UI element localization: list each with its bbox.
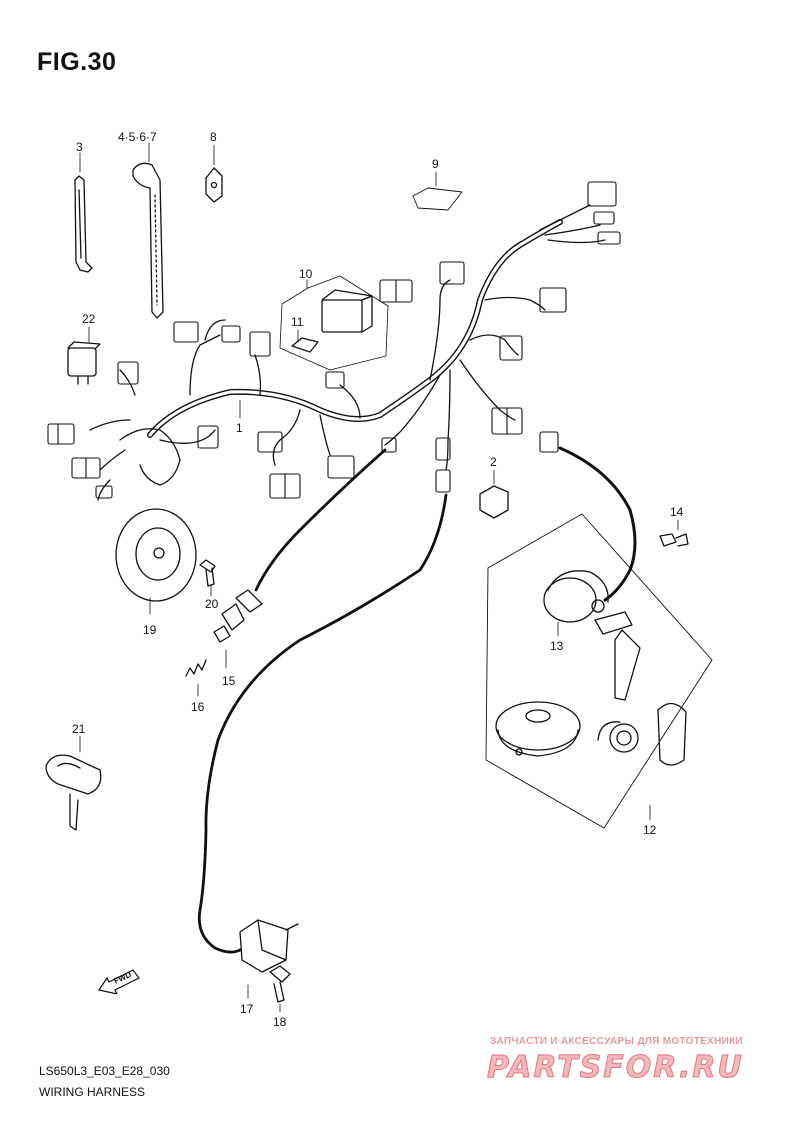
callout-21: 21: [72, 722, 86, 736]
spring-part-16: [185, 659, 207, 697]
rear-brake-switch-cable: [254, 448, 387, 592]
cable-strap-part-3: [74, 152, 93, 273]
clamp-band-part-4-7: [132, 142, 164, 319]
bolt-part-18: [269, 965, 291, 1013]
callout-numbers: 1 2 3 4·5·6·7 8 9 10 11 12 13 14 15 16 1…: [72, 130, 684, 1029]
callout-12: 12: [643, 823, 657, 837]
callout-13: 13: [550, 639, 564, 653]
relay-part-22: [67, 326, 101, 385]
callout-8: 8: [210, 130, 217, 144]
callout-4-5-6-7: 4·5·6·7: [118, 130, 157, 144]
connector-part-2: [479, 469, 509, 519]
callout-11: 11: [291, 315, 304, 329]
callout-10: 10: [299, 267, 313, 281]
switch-part-17: [239, 919, 299, 999]
callout-3: 3: [76, 140, 83, 154]
fwd-arrow-icon: FWD: [98, 969, 140, 994]
ignition-kit-part-12: [485, 513, 713, 829]
callout-22: 22: [82, 312, 96, 326]
label-part-9: [412, 171, 463, 211]
watermark-brand: PARTSFOR.RU: [487, 1050, 744, 1086]
callout-9: 9: [432, 157, 439, 171]
callout-15: 15: [222, 674, 236, 688]
callout-16: 16: [191, 700, 205, 714]
ignition-cable: [558, 446, 637, 602]
horn-part-19: [115, 508, 197, 615]
callout-18: 18: [273, 1015, 287, 1029]
callout-20: 20: [205, 597, 219, 611]
harness-connectors: [47, 181, 621, 499]
brake-switch-part-15: [213, 589, 263, 669]
figure-title: FIG.30: [37, 48, 117, 76]
watermark-tagline: ЗАПЧАСТИ И АКСЕССУАРЫ ДЛЯ МОТОТЕХНИКИ: [490, 1036, 743, 1047]
callout-2: 2: [490, 455, 497, 469]
screw-part-14: [659, 519, 689, 547]
callout-1: 1: [236, 421, 243, 435]
bolt-part-20: [199, 559, 216, 597]
relay-group-part-10: [279, 275, 389, 371]
callout-17: 17: [240, 1002, 254, 1016]
callout-14: 14: [670, 505, 684, 519]
key-part-21: [45, 735, 102, 831]
diagram-code: LS650L3_E03_E28_030: [39, 1064, 170, 1078]
diagram-name: WIRING HARNESS: [39, 1085, 146, 1099]
callout-19: 19: [143, 623, 157, 637]
front-brake-switch-cable: [197, 493, 448, 954]
main-wiring-harness-part-1: [89, 204, 606, 501]
clamp-part-8: [205, 144, 223, 203]
